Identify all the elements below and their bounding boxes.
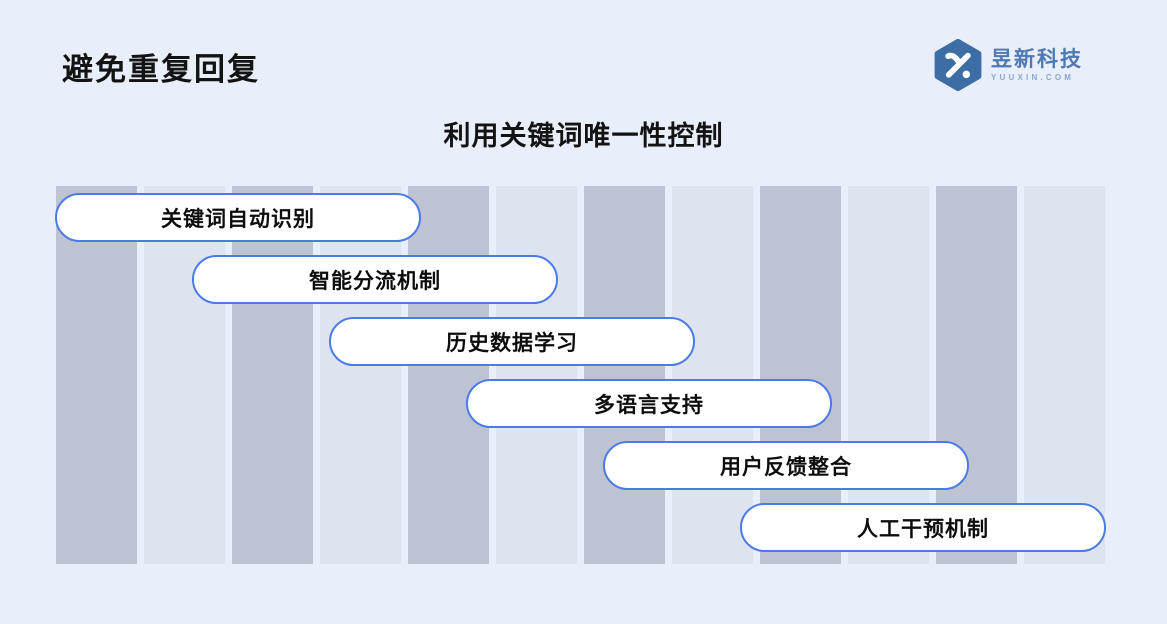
feature-pill: 关键词自动识别 (55, 193, 421, 242)
feature-pill-label: 智能分流机制 (309, 269, 441, 293)
feature-pill: 用户反馈整合 (603, 441, 969, 490)
feature-pill-label: 关键词自动识别 (161, 207, 315, 231)
stripe (144, 186, 225, 564)
feature-pill-label: 人工干预机制 (857, 517, 989, 541)
stripe (1024, 186, 1105, 564)
feature-pill: 智能分流机制 (192, 255, 558, 304)
background-stripes (56, 186, 1105, 564)
stripe (496, 186, 577, 564)
section-subtitle: 利用关键词唯一性控制 (443, 121, 724, 151)
feature-pill-label: 多语言支持 (594, 393, 704, 417)
page-title: 避免重复回复 (62, 52, 260, 87)
brand-text-block: 昱新科技 YUUXIN.COM (991, 48, 1083, 82)
hexagon-x-icon (934, 39, 982, 91)
stripe (584, 186, 665, 564)
stripe (408, 186, 489, 564)
feature-pill: 多语言支持 (466, 379, 832, 428)
feature-pill: 历史数据学习 (329, 317, 695, 366)
brand-logo: 昱新科技 YUUXIN.COM (933, 39, 1083, 91)
stripe (936, 186, 1017, 564)
stripe (848, 186, 929, 564)
stripe (672, 186, 753, 564)
stripe (56, 186, 137, 564)
feature-pill-label: 用户反馈整合 (720, 455, 852, 479)
stripe (320, 186, 401, 564)
brand-name: 昱新科技 (991, 47, 1083, 71)
brand-domain: YUUXIN.COM (991, 73, 1075, 83)
feature-pill: 人工干预机制 (740, 503, 1106, 552)
feature-pill-label: 历史数据学习 (446, 331, 578, 355)
stripe (760, 186, 841, 564)
stripe (232, 186, 313, 564)
